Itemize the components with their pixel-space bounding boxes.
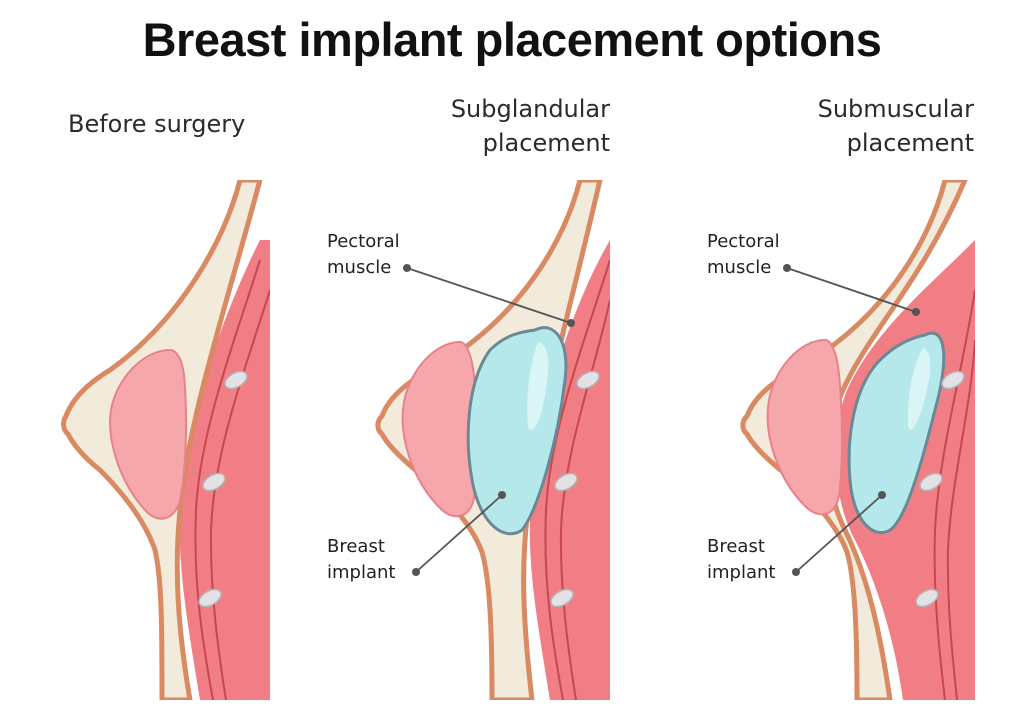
breast-implant-label: Breast implant: [327, 534, 395, 586]
label-line: Pectoral: [707, 231, 780, 252]
muscle-fiber-line: [933, 289, 975, 700]
muscle-leader-line: [406, 267, 572, 324]
heading-submuscular: Submuscular placement: [818, 92, 974, 160]
label-line: Breast: [707, 536, 765, 557]
muscle-fiber-line: [194, 259, 261, 700]
label-line: implant: [707, 562, 776, 583]
rib: [919, 472, 943, 492]
muscle-fiber-line: [946, 339, 975, 700]
muscle-leader-dot: [403, 264, 411, 272]
heading-line: placement: [482, 129, 610, 157]
heading-line: Before surgery: [68, 110, 246, 138]
implant-leader-dot: [792, 568, 800, 576]
mammary-gland: [401, 340, 478, 518]
pectoral-muscle-label: Pectoral muscle: [707, 229, 780, 281]
muscle-leader-dot: [783, 264, 791, 272]
rib: [576, 370, 600, 390]
label-line: muscle: [707, 257, 772, 278]
heading-line: Subglandular: [450, 95, 610, 123]
breast-implant-label: Breast implant: [707, 534, 775, 586]
label-line: muscle: [327, 257, 392, 278]
implant-leader-dot: [412, 568, 420, 576]
muscle-fiber-line: [544, 259, 610, 700]
rib: [224, 370, 248, 390]
heading-line: Submuscular: [817, 95, 974, 123]
implant-leader-dot: [878, 491, 886, 499]
rib: [198, 588, 222, 608]
callout-leaders: [783, 264, 920, 576]
pectoral-muscle-label: Pectoral muscle: [327, 229, 400, 281]
label-line: Pectoral: [327, 231, 400, 252]
heading-before-surgery: Before surgery: [68, 107, 245, 141]
implant-leader-line: [795, 494, 883, 573]
implant-leader-line: [415, 494, 503, 573]
muscle-leader-line: [786, 267, 917, 313]
breast-cross-section: [740, 180, 975, 700]
implant-highlight: [907, 348, 931, 430]
submuscular-placement-illustration: [740, 180, 975, 700]
muscle-leader-dot: [567, 319, 575, 327]
breast-cross-section: [61, 180, 270, 700]
implant-highlight: [527, 342, 549, 431]
subglandular-placement-illustration: [375, 180, 610, 700]
label-line: Breast: [327, 536, 385, 557]
callout-leaders: [403, 264, 575, 576]
mammary-gland: [109, 348, 188, 520]
breast-before-surgery-illustration: [61, 180, 270, 700]
diagram-title: Breast implant placement options: [142, 13, 882, 66]
heading-line: placement: [846, 129, 974, 157]
muscle-layer: [529, 240, 610, 700]
rib: [202, 472, 226, 492]
muscle-fiber-line: [209, 289, 270, 700]
muscle-fiber-line: [559, 299, 610, 700]
muscle-leader-dot: [912, 308, 920, 316]
label-line: implant: [327, 562, 396, 583]
breast-cross-section: [375, 180, 610, 700]
implant-leader-dot: [498, 491, 506, 499]
rib: [915, 588, 939, 608]
heading-subglandular: Subglandular placement: [451, 92, 610, 160]
mammary-gland: [766, 338, 843, 516]
rib: [941, 370, 965, 390]
rib: [554, 472, 578, 492]
rib: [550, 588, 574, 608]
muscle-layer: [179, 240, 270, 700]
